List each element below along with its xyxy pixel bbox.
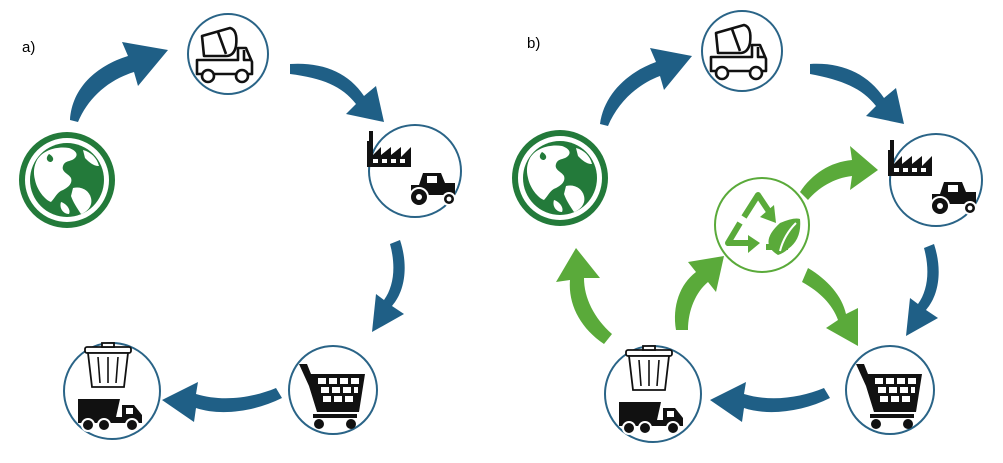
arrow-trash-to-earth xyxy=(556,248,612,344)
arrow-truck-to-factory xyxy=(290,63,384,122)
arrow-factory-to-cart xyxy=(372,240,405,332)
arrow-cart-to-trash xyxy=(710,382,830,422)
arrow-recycle-to-factory xyxy=(800,146,878,200)
earth-icon xyxy=(22,135,112,225)
panel-b: b) xyxy=(515,9,983,443)
arrow-earth-to-truck xyxy=(600,48,692,126)
trash-truck-icon xyxy=(604,345,702,443)
panel-b-label: b) xyxy=(527,35,540,52)
panel-a-label: a) xyxy=(22,39,35,56)
arrow-factory-to-cart xyxy=(906,244,939,336)
arrow-truck-to-factory xyxy=(810,63,904,124)
arrow-earth-to-truck xyxy=(70,42,168,122)
panel-a: a) xyxy=(22,12,462,440)
arrow-recycle-to-cart xyxy=(802,268,858,346)
arrow-cart-to-trash xyxy=(162,382,282,422)
factory-tractor-icon xyxy=(887,133,983,227)
recycle-leaf-icon xyxy=(715,178,809,272)
factory-tractor-icon xyxy=(366,124,462,218)
mixer-truck-icon xyxy=(186,12,270,96)
shopping-cart-icon xyxy=(845,345,935,435)
arrow-trash-to-recycle xyxy=(674,256,724,330)
mixer-truck-icon xyxy=(700,9,784,93)
shopping-cart-icon xyxy=(288,345,378,435)
earth-icon xyxy=(515,133,605,223)
trash-truck-icon xyxy=(63,342,161,440)
